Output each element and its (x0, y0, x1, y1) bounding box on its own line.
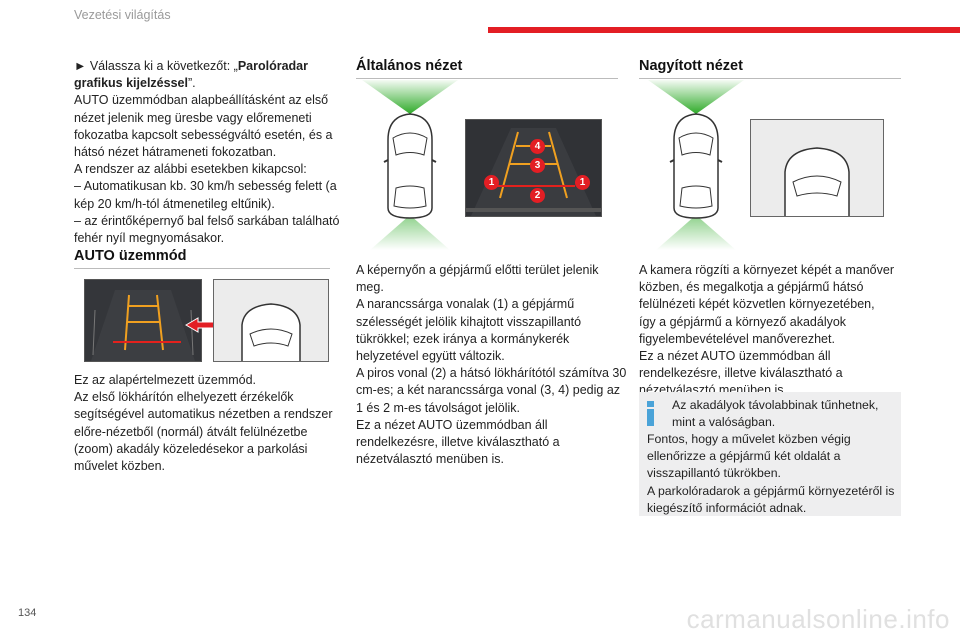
body-line: közben, és megalkotja a gépjármű hátsó (639, 280, 864, 295)
top-down-zoom-view-image (213, 279, 329, 362)
zoom-top-view-image (750, 119, 884, 217)
page-number: 134 (18, 607, 37, 619)
body-line: A piros vonal (2) a hátsó lökhárítótól s… (356, 366, 627, 381)
note-line: kiegészítő információt adnak. (647, 500, 807, 515)
body-line: – az érintőképernyő bal felső sarkában t… (74, 213, 340, 228)
divider (639, 78, 901, 79)
body-line: 1 és 2 m-es távolságot jelölik. (356, 400, 520, 415)
intro-line: ► Válassza ki a következőt: „Parolóradar (74, 59, 308, 73)
body-line: fehér nyíl megnyomásakor. (74, 231, 225, 246)
body-line: Az első lökhárítón elhelyezett érzékelők (74, 390, 294, 405)
note-line: Fontos, hogy a művelet közben végig (647, 432, 851, 446)
intro-bold-1: Parolóradar (237, 59, 308, 73)
zoom-view-title: Nagyított nézet (639, 58, 743, 74)
watermark: carmanualsonline.info (686, 604, 950, 634)
marker-1-right: 1 (575, 175, 590, 190)
info-icon (647, 401, 654, 426)
general-view-description: A képernyőn a gépjármű előtti terület je… (356, 262, 626, 468)
note-body: Fontos, hogy a művelet közben végig elle… (647, 431, 901, 517)
car-zoom-camera-diagram (648, 80, 744, 250)
body-line: – Automatikusan kb. 30 km/h sebesség fel… (74, 179, 337, 194)
front-camera-view-image (84, 279, 202, 362)
zoom-view-description: A kamera rögzíti a környezet képét a man… (639, 262, 909, 400)
general-view-title: Általános nézet (356, 58, 463, 74)
body-line: fokozatba kapcsolt sebességváltó esetén,… (74, 127, 333, 142)
body-line: A rendszer az alábbi esetekben kikapcsol… (74, 162, 307, 177)
body-line: AUTO üzemmódban alapbeállításként az els… (74, 93, 329, 108)
body-line: A narancssárga vonalak (1) a gépjármű (356, 297, 575, 312)
body-line: szélességét jelölik kihajtott visszapill… (356, 314, 582, 329)
body-line: nézetválasztó menüben is. (356, 452, 505, 467)
body-line: Ez az alapértelmezett üzemmód. (74, 373, 257, 387)
header-accent-bar (488, 27, 960, 33)
bullet-arrow-icon: ► (74, 59, 87, 73)
body-line: meg. (356, 280, 384, 295)
info-note-box: Az akadályok távolabbinak tűnhetnek, min… (639, 392, 901, 516)
body-line: előre-nézetből (normál) átvált felülnéze… (74, 424, 308, 439)
divider (74, 268, 330, 269)
body-line: tükrökkel; ezek iránya a kormánykerék (356, 331, 570, 346)
body-line: hátsó nézet hátrameneti fokozatban. (74, 145, 277, 160)
body-line: művelet közben. (74, 459, 166, 474)
body-line: A képernyőn a gépjármű előtti terület je… (356, 263, 599, 277)
body-line: (zoom) akadály közeledésekor a parkolási (74, 441, 308, 456)
body-line: figyelembevételével manőverezhet. (639, 331, 835, 346)
body-line: helyzetével együtt változik. (356, 349, 505, 364)
body-line: Ez a nézet AUTO üzemmódban áll (639, 349, 831, 364)
note-line: mint a valóságban. (672, 415, 776, 429)
body-line: nézet jelenik meg üresbe vagy előremenet… (74, 110, 312, 125)
intro-text: ► Válassza ki a következőt: „Parolóradar… (74, 58, 344, 247)
marker-2: 2 (530, 188, 545, 203)
body-line: felülnézeti képét közvetlen környezetébe… (639, 297, 875, 312)
body-line: rendelkezésre, illetve kiválasztható a (639, 366, 843, 381)
section-title: Vezetési világítás (74, 8, 171, 22)
note-line: visszapillantó tükrökben. (647, 466, 781, 481)
car-front-camera-diagram (362, 80, 458, 250)
body-line: rendelkezésre, illetve kiválasztható a (356, 435, 560, 450)
auto-mode-description: Ez az alapértelmezett üzemmód. Az első l… (74, 372, 344, 475)
body-line: így a gépjármű a környező akadályok (639, 314, 847, 329)
auto-mode-title: AUTO üzemmód (74, 248, 187, 264)
body-line: kép 20 km/h-tól átmenetileg eltűnik). (74, 196, 275, 211)
note-line: Az akadályok távolabbinak tűnhetnek, (672, 398, 879, 412)
body-line: segítségével automatikus nézetben a rend… (74, 407, 333, 422)
note-line: ellenőrizze a gépjármű két oldalát a (647, 449, 841, 464)
intro-bold-2: grafikus kijelzéssel (74, 76, 188, 91)
divider (356, 78, 618, 79)
marker-4: 4 (530, 139, 545, 154)
note-line: A parkolóradarok a gépjármű környezetérő… (647, 483, 895, 498)
marker-1-left: 1 (484, 175, 499, 190)
body-line: cm-es; a két narancssárga vonal (3, 4) p… (356, 383, 621, 398)
body-line: A kamera rögzíti a környezet képét a man… (639, 263, 894, 277)
marker-3: 3 (530, 158, 545, 173)
intro-line-2: grafikus kijelzéssel”. (74, 76, 196, 91)
body-line: Ez a nézet AUTO üzemmódban áll (356, 417, 548, 432)
